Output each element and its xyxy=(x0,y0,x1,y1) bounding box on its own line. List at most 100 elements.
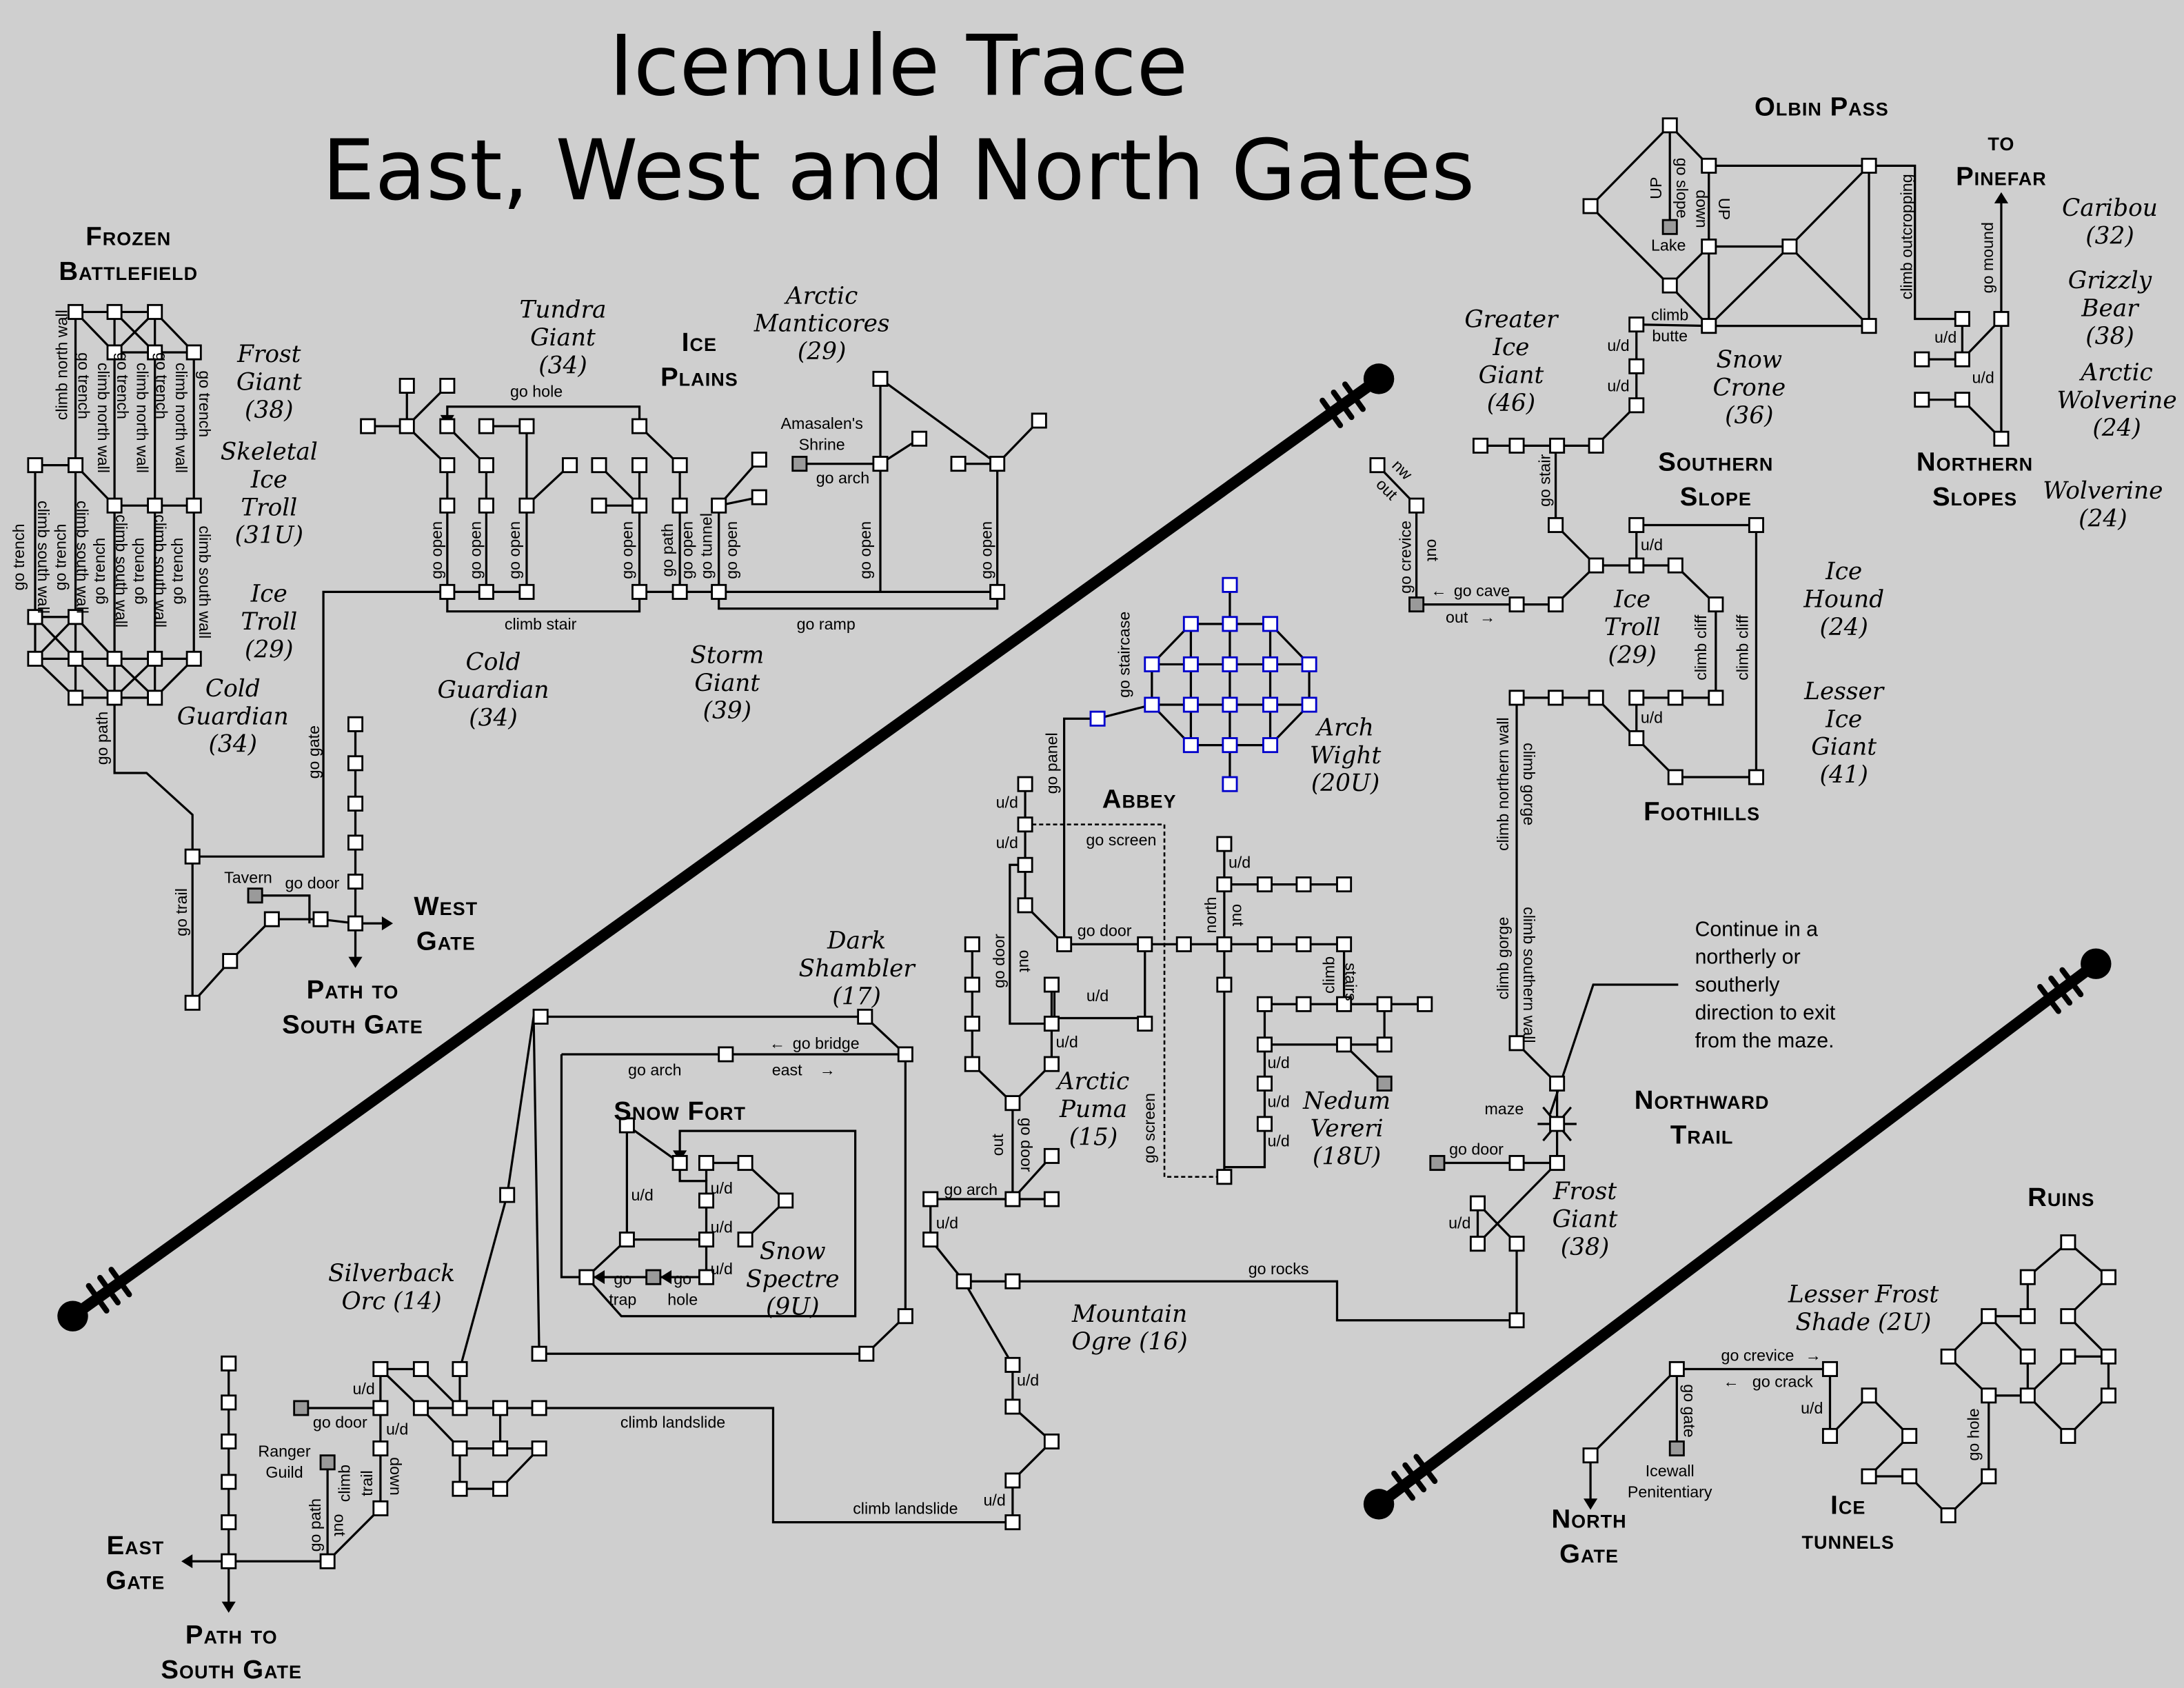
arch-wight-room-node[interactable] xyxy=(1089,710,1106,727)
room-node[interactable] xyxy=(897,1308,913,1325)
room-node[interactable] xyxy=(911,430,928,447)
room-node[interactable] xyxy=(1861,1468,1877,1485)
room-node[interactable] xyxy=(221,1514,237,1531)
room-node[interactable] xyxy=(631,497,648,514)
arch-wight-room-node[interactable] xyxy=(1222,737,1238,754)
room-node[interactable] xyxy=(263,911,280,927)
room-node[interactable] xyxy=(1017,776,1033,792)
room-node[interactable] xyxy=(439,377,456,394)
room-node[interactable] xyxy=(711,497,727,514)
room-node[interactable] xyxy=(1981,1308,1997,1325)
arch-wight-room-node[interactable] xyxy=(1182,696,1199,713)
special-room-node[interactable] xyxy=(1376,1075,1393,1092)
room-node[interactable] xyxy=(1993,311,2010,328)
room-node[interactable] xyxy=(1175,936,1192,952)
room-node[interactable] xyxy=(398,418,415,434)
room-node[interactable] xyxy=(27,650,43,667)
room-node[interactable] xyxy=(1701,318,1717,334)
room-node[interactable] xyxy=(1582,198,1599,214)
room-node[interactable] xyxy=(1004,1514,1021,1531)
room-node[interactable] xyxy=(312,911,329,927)
room-node[interactable] xyxy=(1993,430,2010,447)
room-node[interactable] xyxy=(1628,358,1645,374)
room-node[interactable] xyxy=(1508,437,1525,454)
room-node[interactable] xyxy=(562,457,578,474)
room-node[interactable] xyxy=(185,650,202,667)
room-node[interactable] xyxy=(2100,1348,2116,1365)
room-node[interactable] xyxy=(1861,157,1877,174)
room-node[interactable] xyxy=(1588,557,1604,574)
room-node[interactable] xyxy=(1940,1507,1957,1524)
room-node[interactable] xyxy=(1667,769,1684,785)
arch-wight-room-node[interactable] xyxy=(1262,696,1279,713)
room-node[interactable] xyxy=(1748,516,1764,533)
room-node[interactable] xyxy=(1781,238,1798,255)
room-node[interactable] xyxy=(184,848,201,865)
room-node[interactable] xyxy=(1548,516,1564,533)
arch-wight-room-node[interactable] xyxy=(1262,737,1279,754)
room-node[interactable] xyxy=(1914,351,1930,368)
room-node[interactable] xyxy=(1017,897,1033,914)
room-node[interactable] xyxy=(106,303,123,320)
room-node[interactable] xyxy=(1821,1360,1839,1377)
room-node[interactable] xyxy=(1548,596,1564,613)
room-node[interactable] xyxy=(439,583,456,600)
room-node[interactable] xyxy=(1043,1191,1060,1207)
room-node[interactable] xyxy=(492,1480,509,1497)
room-node[interactable] xyxy=(147,690,163,706)
special-room-node[interactable] xyxy=(1429,1155,1446,1172)
room-node[interactable] xyxy=(106,344,123,361)
room-node[interactable] xyxy=(1954,392,1970,408)
room-node[interactable] xyxy=(922,1191,939,1207)
room-node[interactable] xyxy=(1701,157,1717,174)
room-node[interactable] xyxy=(778,1192,794,1209)
room-node[interactable] xyxy=(221,1394,237,1411)
room-node[interactable] xyxy=(347,795,364,812)
room-node[interactable] xyxy=(1137,936,1153,952)
room-node[interactable] xyxy=(531,1345,547,1362)
special-room-node[interactable] xyxy=(247,887,263,904)
room-node[interactable] xyxy=(1216,976,1233,993)
room-node[interactable] xyxy=(1748,769,1764,785)
room-node[interactable] xyxy=(1901,1468,1918,1485)
room-node[interactable] xyxy=(964,936,980,952)
room-node[interactable] xyxy=(1549,1075,1566,1092)
arch-wight-room-node[interactable] xyxy=(1144,656,1160,672)
room-node[interactable] xyxy=(858,1345,875,1362)
arch-wight-room-node[interactable] xyxy=(1262,656,1279,672)
room-node[interactable] xyxy=(1628,316,1645,333)
room-node[interactable] xyxy=(671,583,688,600)
room-node[interactable] xyxy=(1216,936,1233,952)
room-node[interactable] xyxy=(2060,1308,2076,1325)
room-node[interactable] xyxy=(1017,816,1033,833)
room-node[interactable] xyxy=(2019,1308,2036,1325)
room-node[interactable] xyxy=(221,1553,237,1569)
room-node[interactable] xyxy=(499,1187,516,1203)
room-node[interactable] xyxy=(1336,936,1353,952)
room-node[interactable] xyxy=(1369,457,1386,474)
room-node[interactable] xyxy=(439,457,456,474)
room-node[interactable] xyxy=(1508,1236,1525,1252)
room-node[interactable] xyxy=(1667,690,1684,706)
room-node[interactable] xyxy=(2060,1348,2076,1365)
room-node[interactable] xyxy=(1549,1155,1566,1172)
room-node[interactable] xyxy=(1408,497,1425,514)
room-node[interactable] xyxy=(347,834,364,851)
room-node[interactable] xyxy=(398,377,415,394)
room-node[interactable] xyxy=(439,418,456,434)
room-node[interactable] xyxy=(68,690,84,706)
special-room-node[interactable] xyxy=(319,1454,336,1471)
room-node[interactable] xyxy=(1031,412,1047,429)
room-node[interactable] xyxy=(1940,1348,1957,1365)
room-node[interactable] xyxy=(1216,836,1233,852)
room-node[interactable] xyxy=(1256,936,1273,952)
room-node[interactable] xyxy=(360,418,376,434)
room-node[interactable] xyxy=(671,1155,688,1172)
room-node[interactable] xyxy=(1043,1147,1060,1164)
room-node[interactable] xyxy=(27,609,43,625)
room-node[interactable] xyxy=(2060,1234,2076,1251)
room-node[interactable] xyxy=(452,1480,468,1497)
room-node[interactable] xyxy=(1336,996,1353,1012)
room-node[interactable] xyxy=(1376,996,1393,1012)
room-node[interactable] xyxy=(372,1400,389,1416)
